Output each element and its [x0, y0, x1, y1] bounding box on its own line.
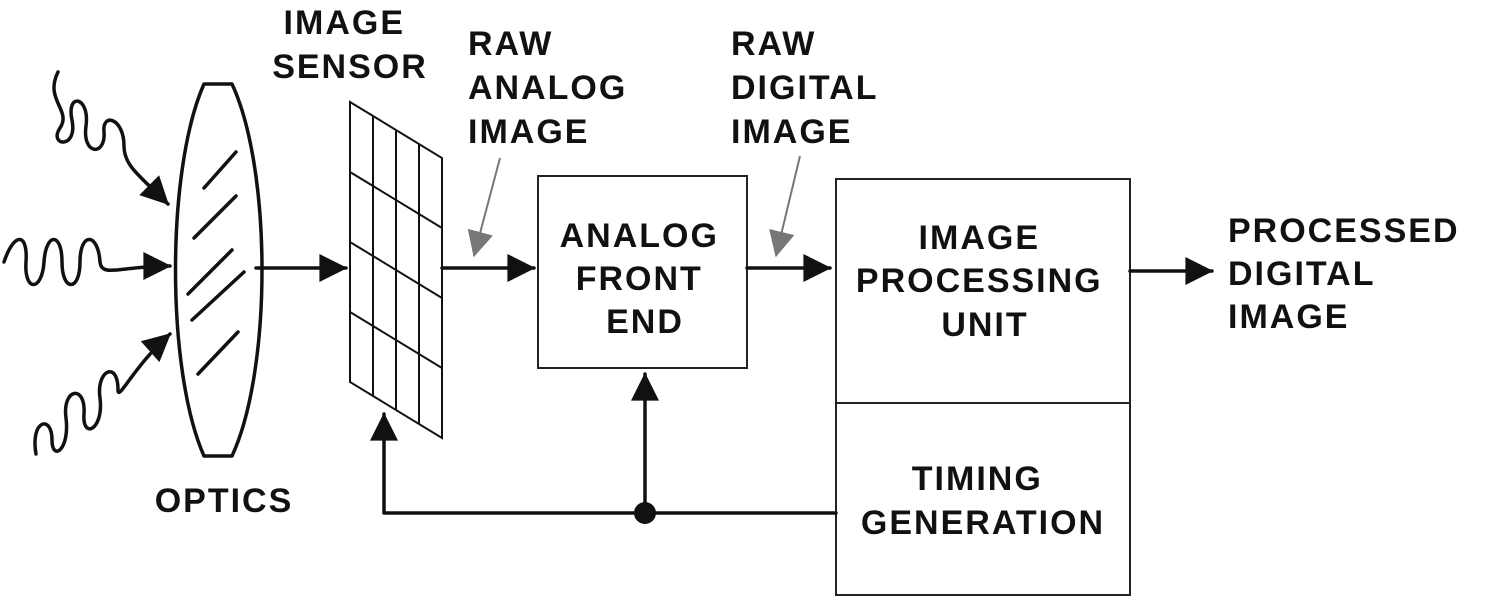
image-processing-unit-box	[835, 178, 1131, 404]
timing-generation-label: TIMING GENERATION	[861, 460, 1105, 542]
analog-front-end-label: ANALOG FRONT END	[560, 217, 731, 341]
sensor-outline	[349, 100, 443, 440]
light-wave-top	[52, 70, 170, 206]
lens-glint-2	[192, 194, 238, 240]
image-sensor-label: IMAGE SENSOR	[272, 4, 428, 86]
lens-outline	[173, 82, 264, 458]
lens-glint-4	[190, 270, 246, 322]
lens-glint-3	[186, 248, 234, 296]
raw-analog-image-label: RAW ANALOG IMAGE	[468, 25, 639, 151]
sensor-row-2	[349, 241, 443, 299]
light-wave-bottom	[33, 332, 172, 456]
timing-to-sensor-line	[370, 412, 838, 515]
lens-glint-5	[196, 330, 240, 376]
light-wave-middle	[2, 238, 172, 286]
junction-dot	[634, 502, 656, 524]
incoming-light-waves	[2, 70, 172, 456]
sensor-row-3	[349, 311, 443, 369]
raw-digital-pointer	[769, 155, 801, 258]
image-sensor-grid	[349, 100, 443, 440]
sensor-row-1	[349, 171, 443, 229]
lens-glint-1	[202, 150, 238, 190]
analog-front-end-box	[537, 175, 748, 369]
raw-analog-pointer	[467, 157, 501, 258]
timing-feedback-lines	[370, 372, 838, 524]
image-processing-unit-label: IMAGE PROCESSING UNIT	[856, 219, 1114, 344]
processed-digital-image-label: PROCESSED DIGITAL IMAGE	[1228, 212, 1471, 336]
raw-digital-image-label: RAW DIGITAL IMAGE	[731, 25, 889, 151]
timing-generation-box	[835, 402, 1131, 596]
optics-lens	[173, 82, 264, 458]
optics-label: OPTICS	[155, 482, 294, 520]
